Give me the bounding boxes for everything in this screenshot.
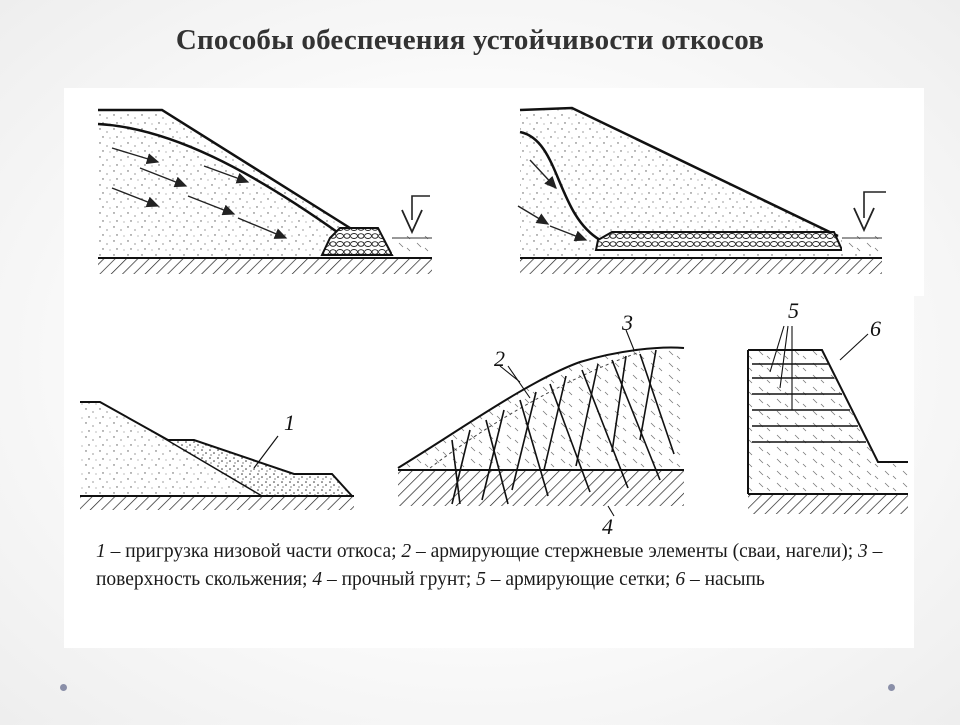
label-3: 3 — [621, 310, 633, 335]
caption-num-6: 6 — [675, 569, 686, 590]
caption-text-1: – пригрузка низовой части откоса; — [105, 541, 402, 562]
bottom-right-sketch — [747, 325, 908, 514]
caption-num-1: 1 — [96, 541, 106, 562]
top-left-sketch — [97, 108, 432, 274]
caption-text-5: – армирующие сетки; — [485, 569, 676, 590]
slide-title: Способы обеспечения устойчивости откосов — [175, 24, 765, 56]
nav-dot-right — [888, 684, 895, 691]
figure-caption: 1 – пригрузка низовой части откоса; 2 – … — [96, 538, 886, 594]
bottom-left-sketch — [80, 401, 354, 510]
caption-text-2: – армирующие стержневые элементы (сваи, … — [411, 541, 859, 562]
label-5: 5 — [788, 298, 799, 323]
caption-text-6: – насыпь — [685, 569, 765, 590]
label-4: 4 — [602, 514, 613, 539]
nav-dot-left — [60, 684, 67, 691]
caption-num-5: 5 — [476, 569, 486, 590]
caption-text-4: – прочный грунт; — [322, 569, 477, 590]
caption-num-4: 4 — [312, 569, 323, 590]
label-6: 6 — [870, 316, 881, 341]
bottom-middle-sketch — [397, 329, 685, 517]
label-2: 2 — [494, 346, 505, 371]
top-right-sketch — [517, 106, 886, 274]
caption-num-2: 2 — [401, 541, 412, 562]
caption-num-3: 3 — [858, 541, 868, 562]
caption-text-3: – поверхность скольжения; — [96, 541, 883, 590]
label-1: 1 — [284, 410, 295, 435]
